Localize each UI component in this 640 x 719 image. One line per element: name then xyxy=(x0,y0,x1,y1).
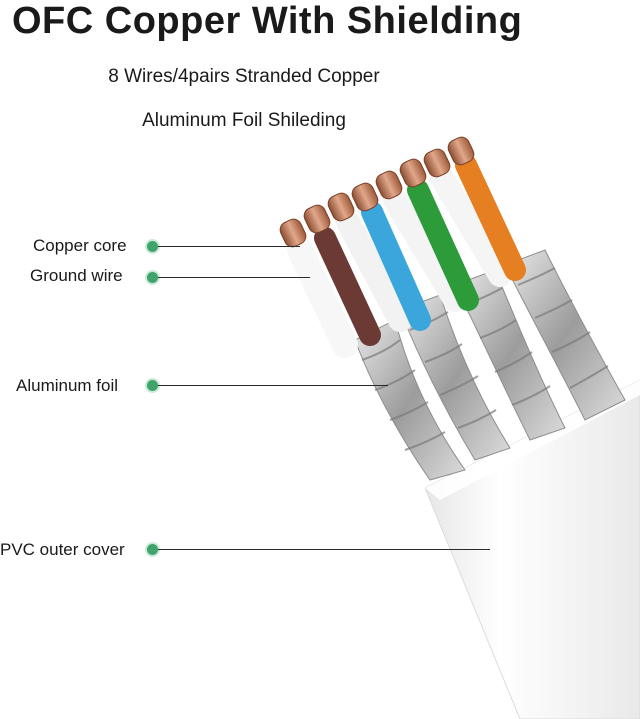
label-copper-core: Copper core xyxy=(33,236,127,255)
callout-dot-aluminum-foil xyxy=(147,380,158,391)
aluminum-foil-pairs xyxy=(354,249,626,481)
callout-dot-ground-wire xyxy=(147,272,158,283)
callout-dot-copper-core xyxy=(147,241,158,252)
subtitle-wires: 8 Wires/4pairs Stranded Copper xyxy=(108,66,380,87)
copper-cores xyxy=(279,136,475,248)
leader-line-aluminum-foil xyxy=(158,385,388,386)
label-aluminum-foil: Aluminum foil xyxy=(16,376,119,395)
label-ground-wire: Ground wire xyxy=(30,266,123,285)
leader-line-ground-wire xyxy=(158,277,310,278)
insulated-wires xyxy=(287,154,526,358)
label-pvc-outer-cover: PVC outer cover xyxy=(0,540,125,559)
subtitle-shielding: Aluminum Foil Shileding xyxy=(142,110,346,131)
leader-line-copper-core xyxy=(158,246,300,247)
page-title: OFC Copper With Shielding xyxy=(12,0,523,42)
callout-dot-pvc-outer-cover xyxy=(147,544,158,555)
leader-line-pvc-outer-cover xyxy=(158,549,490,550)
